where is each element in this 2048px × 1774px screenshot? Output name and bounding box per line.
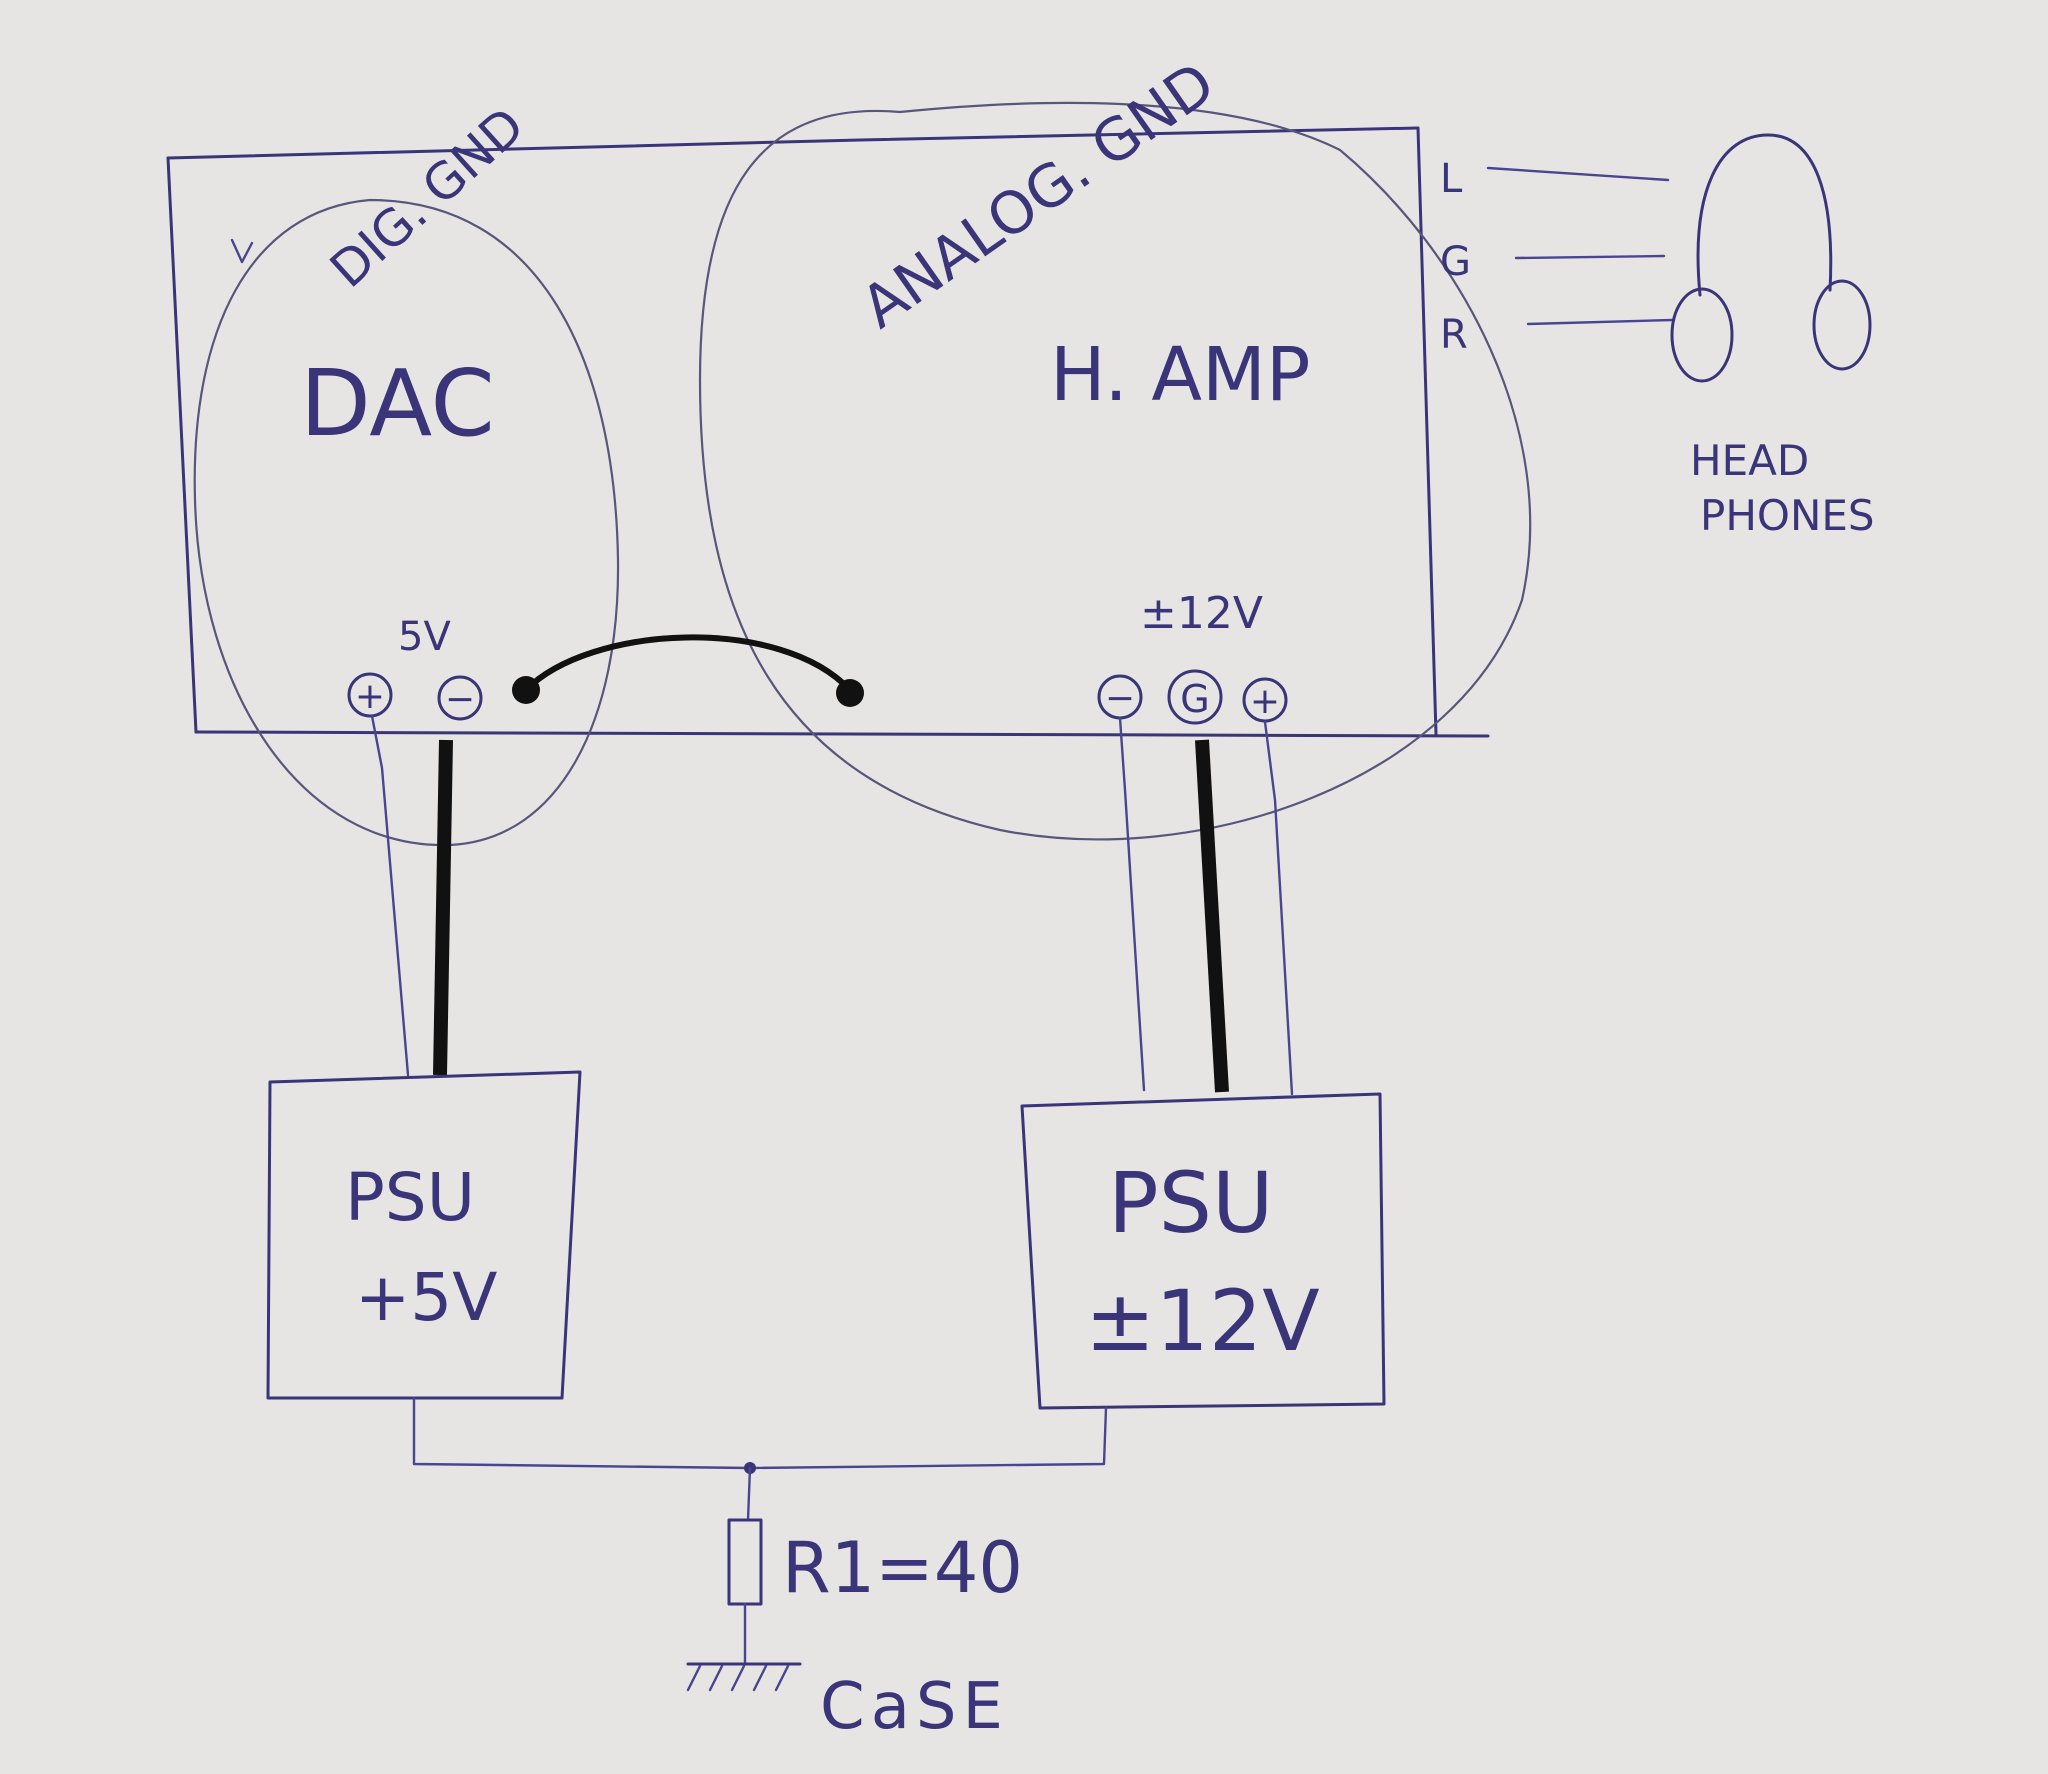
dac-plus-wire (370, 714, 410, 1077)
psu-12v-ground-return (748, 1406, 1108, 1470)
pin-l-label: L (1440, 156, 1463, 202)
bridge-dot-right (836, 679, 864, 707)
amp-voltage-label: ±12V (1140, 588, 1263, 639)
ground-bridge-wire (523, 634, 853, 693)
psu-5v-label-line1: PSU (345, 1159, 475, 1236)
resistor-r1-label: R1=40 (782, 1527, 1023, 1609)
analog-ground-region (698, 101, 1532, 841)
amp-ground-symbol: G (1180, 677, 1209, 721)
digital-ground-region (193, 198, 620, 847)
dac-plus-symbol: + (355, 676, 385, 717)
dig-gnd-arrow (230, 238, 254, 264)
psu-5v-ground-return (412, 1396, 752, 1470)
psu-12v-label-line1: PSU (1108, 1154, 1273, 1252)
resistor-r1-body (727, 1518, 763, 1606)
board-bottom-edge (194, 730, 1490, 738)
dac-minus-terminal (437, 675, 483, 721)
headphones-label-line1: HEAD (1690, 436, 1809, 485)
headphones-icon (1670, 133, 1872, 383)
dig-gnd-label: DIG. GND (319, 96, 535, 299)
pin-g-label: G (1440, 239, 1471, 285)
psu-12v-box (1020, 1092, 1386, 1410)
wire-ground-channel (1514, 254, 1666, 260)
amp-ground-terminal (1167, 669, 1223, 725)
resistor-lead-top (746, 1466, 752, 1522)
analog-gnd-label: ANALOG. GND (849, 49, 1227, 342)
wire-left-channel (1486, 166, 1670, 182)
amp-plus-wire (1263, 720, 1294, 1096)
psu-5v-box (266, 1070, 582, 1400)
bridge-dot-left (512, 676, 540, 704)
wire-right-channel (1526, 318, 1674, 326)
psu-5v-label-line2: +5V (355, 1259, 497, 1336)
amp-ground-wire (1195, 739, 1229, 1093)
amp-minus-symbol: − (1105, 678, 1135, 719)
dac-ground-wire (433, 739, 453, 1076)
dac-voltage-label: 5V (398, 614, 451, 660)
pin-r-label: R (1440, 312, 1468, 358)
board-right-edge (1416, 126, 1438, 736)
board-left-edge (166, 156, 198, 734)
case-label: CaSE (820, 1670, 1009, 1744)
chassis-ground-icon (686, 1662, 802, 1692)
board-top-edge (166, 126, 1420, 160)
headphones-label-line2: PHONES (1700, 491, 1875, 540)
psu-12v-label-line2: ±12V (1085, 1272, 1320, 1370)
dac-label: DAC (300, 350, 495, 457)
amp-minus-wire (1118, 716, 1146, 1092)
dac-minus-symbol: − (445, 679, 475, 720)
dac-plus-terminal (347, 672, 393, 718)
amp-plus-symbol: + (1250, 681, 1280, 722)
hamp-label: H. AMP (1050, 332, 1310, 418)
